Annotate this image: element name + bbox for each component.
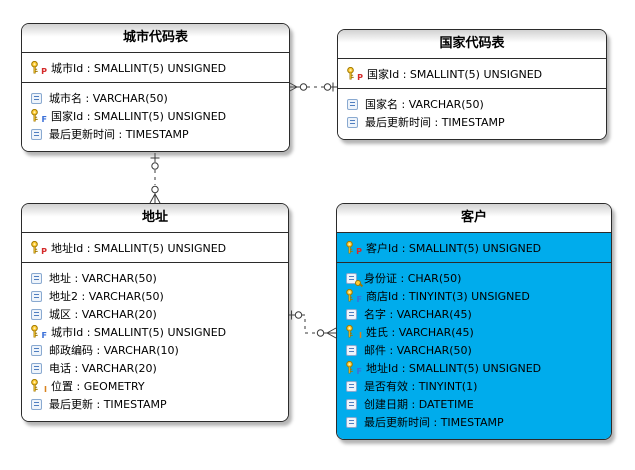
table-address[interactable]: 地址 P 地址Id : SMALLINT(5) UNSIGNED 地址 : VA… xyxy=(21,203,289,422)
column-row[interactable]: F 商店Id : TINYINT(3) UNSIGNED xyxy=(337,287,611,305)
column-row[interactable]: I 姓氏 : VARCHAR(45) xyxy=(337,323,611,341)
index-key-icon: I xyxy=(30,379,47,394)
column-icon xyxy=(31,272,42,284)
column-icon xyxy=(31,290,42,302)
primary-key-icon: P xyxy=(30,241,47,256)
primary-key-section: P 城市Id : SMALLINT(5) UNSIGNED xyxy=(22,53,289,82)
column-row[interactable]: 最后更新 : TIMESTAMP xyxy=(22,395,288,413)
column-row[interactable]: I 位置 : GEOMETRY xyxy=(22,377,288,395)
column-row[interactable]: 最后更新时间 : TIMESTAMP xyxy=(337,413,611,431)
column-icon xyxy=(31,92,42,104)
column-row[interactable]: 名字 : VARCHAR(45) xyxy=(337,305,611,323)
column-label: 国家Id : SMALLINT(5) UNSIGNED xyxy=(51,110,227,123)
column-label: 地址 : VARCHAR(50) xyxy=(49,272,157,285)
column-label: 邮件 : VARCHAR(50) xyxy=(364,344,472,357)
column-row[interactable]: 地址2 : VARCHAR(50) xyxy=(22,287,288,305)
column-label: 创建日期 : DATETIME xyxy=(364,398,474,411)
primary-key-section: P 地址Id : SMALLINT(5) UNSIGNED xyxy=(22,233,288,262)
primary-key-icon: P xyxy=(346,67,363,82)
column-icon xyxy=(346,380,357,392)
columns-section: 国家名 : VARCHAR(50) 最后更新时间 : TIMESTAMP xyxy=(338,88,606,139)
column-row[interactable]: 电话 : VARCHAR(20) xyxy=(22,359,288,377)
column-label: 城市Id : SMALLINT(5) UNSIGNED xyxy=(51,326,227,339)
column-label: 最后更新时间 : TIMESTAMP xyxy=(365,116,505,129)
column-label: 姓氏 : VARCHAR(45) xyxy=(366,326,474,339)
column-row[interactable]: 最后更新时间 : TIMESTAMP xyxy=(22,125,289,143)
table-title[interactable]: 地址 xyxy=(22,204,288,233)
table-customer[interactable]: 客户 P 客户Id : SMALLINT(5) UNSIGNED 身份证 : C… xyxy=(336,203,612,440)
column-icon xyxy=(31,398,42,410)
column-icon xyxy=(31,308,42,320)
column-row[interactable]: 国家名 : VARCHAR(50) xyxy=(338,95,606,113)
primary-key-icon: P xyxy=(30,61,47,76)
table-city-codes[interactable]: 城市代码表 P 城市Id : SMALLINT(5) UNSIGNED 城市名 … xyxy=(21,23,290,152)
column-row[interactable]: F 地址Id : SMALLINT(5) UNSIGNED xyxy=(337,359,611,377)
column-row[interactable]: F 城市Id : SMALLINT(5) UNSIGNED xyxy=(22,323,288,341)
column-icon xyxy=(346,308,357,320)
column-row[interactable]: 创建日期 : DATETIME xyxy=(337,395,611,413)
column-label: 是否有效 : TINYINT(1) xyxy=(364,380,478,393)
column-label: 客户Id : SMALLINT(5) UNSIGNED xyxy=(366,242,542,255)
column-icon xyxy=(346,398,357,410)
relationship-address-city[interactable] xyxy=(149,153,161,204)
column-label: 最后更新 : TIMESTAMP xyxy=(49,398,167,411)
column-label: 最后更新时间 : TIMESTAMP xyxy=(364,416,504,429)
foreign-key-icon: F xyxy=(30,325,47,340)
column-row[interactable]: 身份证 : CHAR(50) xyxy=(337,269,611,287)
unique-column-icon xyxy=(346,272,361,286)
table-title[interactable]: 国家代码表 xyxy=(338,30,606,59)
column-label: 最后更新时间 : TIMESTAMP xyxy=(49,128,189,141)
index-key-icon: I xyxy=(345,325,362,340)
column-icon xyxy=(31,128,42,140)
foreign-key-icon: F xyxy=(30,109,47,124)
column-row[interactable]: 最后更新时间 : TIMESTAMP xyxy=(338,113,606,131)
column-row[interactable]: 城市名 : VARCHAR(50) xyxy=(22,89,289,107)
table-title[interactable]: 客户 xyxy=(337,204,611,233)
column-label: 邮政编码 : VARCHAR(10) xyxy=(49,344,179,357)
column-row[interactable]: 城区 : VARCHAR(20) xyxy=(22,305,288,323)
primary-key-section: P 客户Id : SMALLINT(5) UNSIGNED xyxy=(337,233,611,262)
column-label: 名字 : VARCHAR(45) xyxy=(364,308,472,321)
column-icon xyxy=(346,416,357,428)
columns-section: 城市名 : VARCHAR(50) F 国家Id : SMALLINT(5) U… xyxy=(22,82,289,151)
foreign-key-icon: F xyxy=(345,361,362,376)
column-row[interactable]: P 客户Id : SMALLINT(5) UNSIGNED xyxy=(337,239,611,257)
primary-key-icon: P xyxy=(345,241,362,256)
column-row[interactable]: 邮政编码 : VARCHAR(10) xyxy=(22,341,288,359)
primary-key-section: P 国家Id : SMALLINT(5) UNSIGNED xyxy=(338,59,606,88)
column-label: 位置 : GEOMETRY xyxy=(51,380,145,393)
column-label: 身份证 : CHAR(50) xyxy=(364,272,462,285)
relationship-customer-address[interactable] xyxy=(287,310,337,339)
column-label: 城区 : VARCHAR(20) xyxy=(49,308,157,321)
table-title[interactable]: 城市代码表 xyxy=(22,24,289,53)
foreign-key-icon: F xyxy=(345,289,362,304)
table-country-codes[interactable]: 国家代码表 P 国家Id : SMALLINT(5) UNSIGNED 国家名 … xyxy=(337,29,607,140)
column-row[interactable]: 邮件 : VARCHAR(50) xyxy=(337,341,611,359)
column-icon xyxy=(347,98,358,110)
columns-section: 地址 : VARCHAR(50) 地址2 : VARCHAR(50) 城区 : … xyxy=(22,262,288,421)
column-row[interactable]: F 国家Id : SMALLINT(5) UNSIGNED xyxy=(22,107,289,125)
column-icon xyxy=(31,344,42,356)
column-label: 地址Id : SMALLINT(5) UNSIGNED xyxy=(366,362,542,375)
column-icon xyxy=(346,344,357,356)
column-label: 商店Id : TINYINT(3) UNSIGNED xyxy=(366,290,530,303)
column-row[interactable]: P 城市Id : SMALLINT(5) UNSIGNED xyxy=(22,59,289,77)
relationship-city-country[interactable] xyxy=(287,81,337,93)
column-row[interactable]: 地址 : VARCHAR(50) xyxy=(22,269,288,287)
column-row[interactable]: 是否有效 : TINYINT(1) xyxy=(337,377,611,395)
column-label: 地址2 : VARCHAR(50) xyxy=(49,290,164,303)
mini-key-icon xyxy=(355,279,361,286)
columns-section: 身份证 : CHAR(50) F 商店Id : TINYINT(3) UNSIG… xyxy=(337,262,611,439)
column-label: 电话 : VARCHAR(20) xyxy=(49,362,157,375)
column-label: 地址Id : SMALLINT(5) UNSIGNED xyxy=(51,242,227,255)
column-icon xyxy=(31,362,42,374)
column-label: 国家名 : VARCHAR(50) xyxy=(365,98,484,111)
column-label: 国家Id : SMALLINT(5) UNSIGNED xyxy=(367,68,543,81)
column-label: 城市名 : VARCHAR(50) xyxy=(49,92,168,105)
column-row[interactable]: P 地址Id : SMALLINT(5) UNSIGNED xyxy=(22,239,288,257)
column-label: 城市Id : SMALLINT(5) UNSIGNED xyxy=(51,62,227,75)
column-icon xyxy=(347,116,358,128)
column-row[interactable]: P 国家Id : SMALLINT(5) UNSIGNED xyxy=(338,65,606,83)
